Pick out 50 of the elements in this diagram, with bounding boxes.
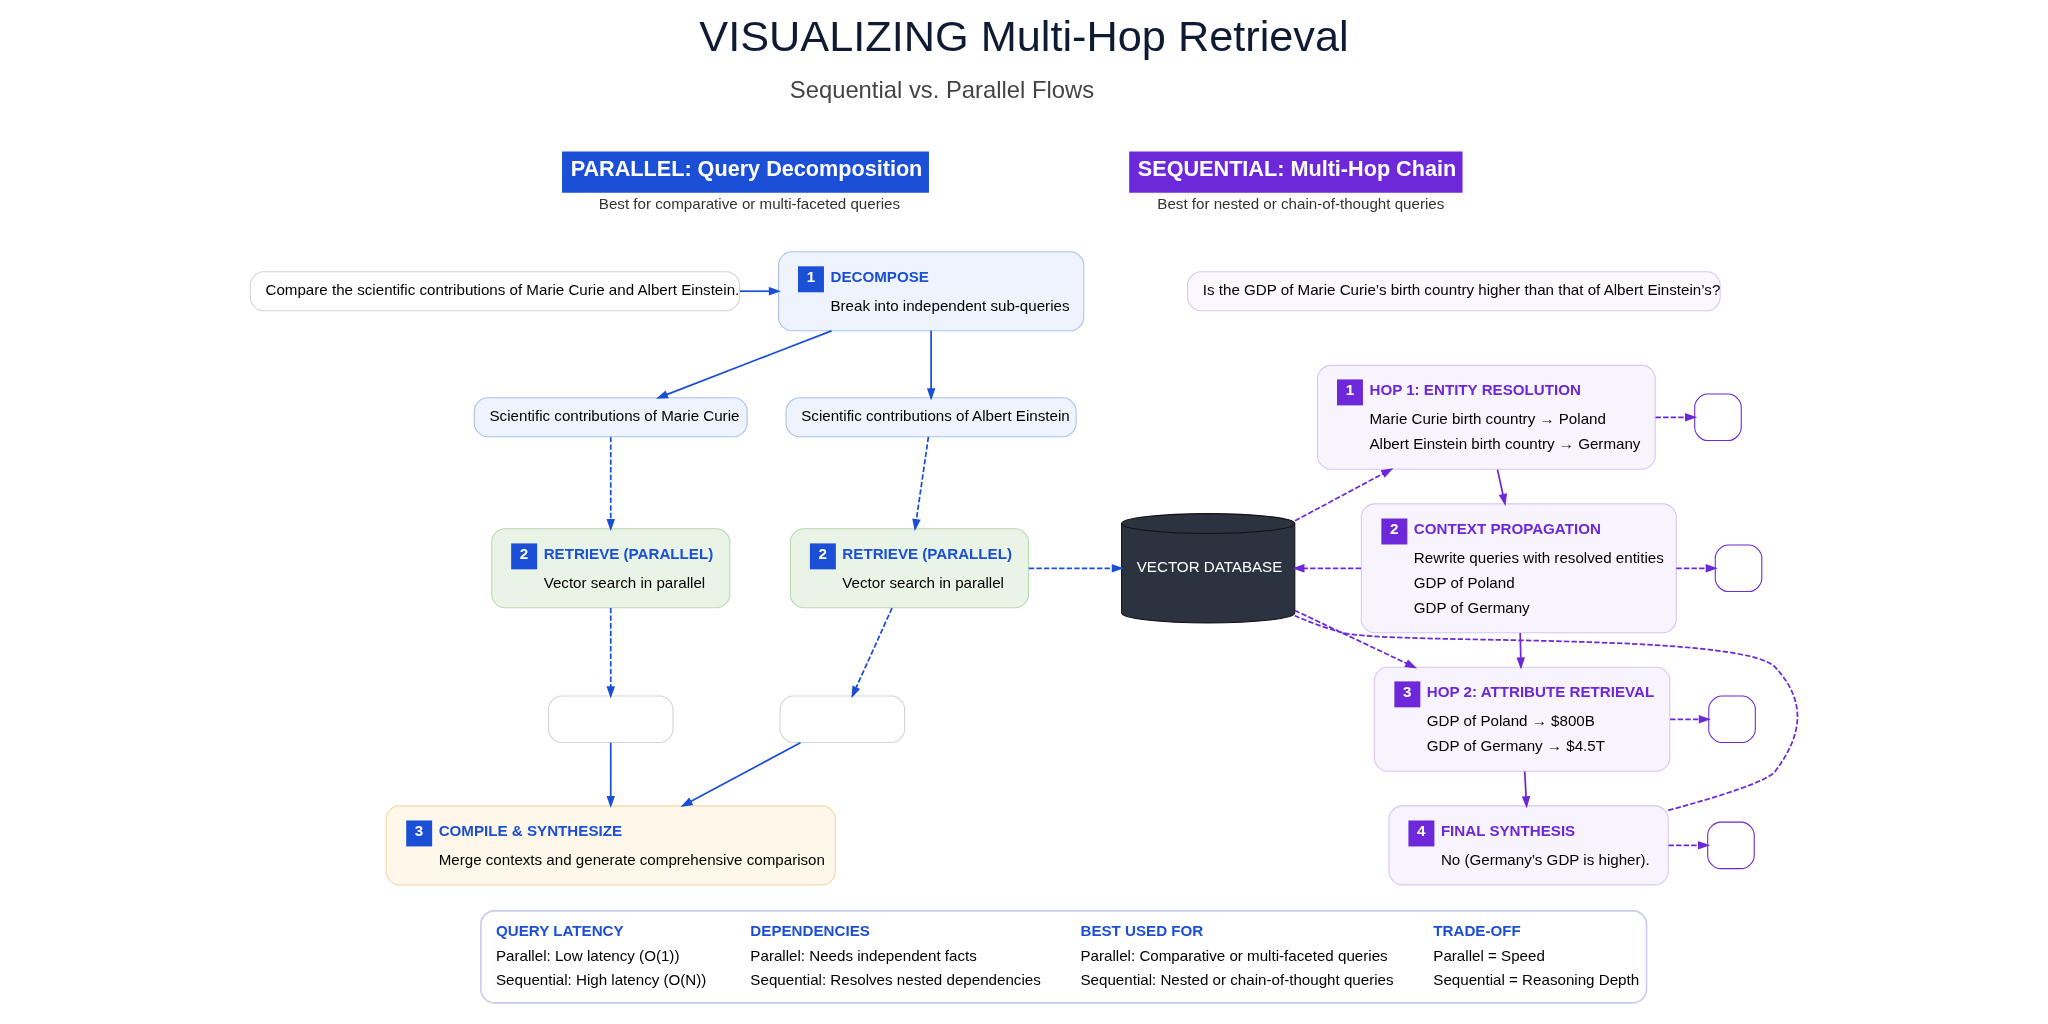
arrow [926,329,936,401]
diagram-title: VISUALIZING Multi-Hop Retrieval [699,12,1349,61]
arrow [1294,468,1394,522]
node-text: BEST USED FOR Parallel: Comparative or multi-faceted queries Sequential: Nested or chain-of-thought queries [1080,922,1394,989]
label: Sequential vs. Parallel Flows [789,75,1095,103]
node-box: 3 COMPILE & SYNTHESIZE Merge contexts and generate comprehensive comparison [385,805,836,886]
node-box [547,695,674,744]
node-box: 1 DECOMPOSE Break into independent sub-queries [777,251,1085,332]
node-box: 1 HOP 1: ENTITY RESOLUTION Marie Curie birth country → Poland Albert Einstein birth country → Germany [1316,364,1656,470]
node-text: TRADE-OFF Parallel = Speed Sequential = Reasoning Depth [1433,922,1640,989]
node-box [1708,695,1756,744]
node-box [1714,544,1763,593]
arrow [1496,468,1508,507]
arrow [851,607,893,699]
node-box: 2 RETRIEVE (PARALLEL) Vector search in parallel [789,528,1030,609]
arrow [1292,564,1362,573]
arrow [1521,770,1531,809]
arrow [1669,715,1711,724]
node-box: 2 CONTEXT PROPAGATION Rewrite queries with resolved entities GDP of Poland GDP of Germany [1360,503,1677,634]
arrow [1675,564,1718,573]
arrow [606,607,615,699]
arrow [1667,841,1711,850]
node-box: 4 FINAL SYNTHESIS No (Germany’s GDP is higher). [1388,805,1669,886]
node-box [1707,821,1755,870]
node-text: QUERY LATENCY Parallel: Low latency (O(1)) Sequential: High latency (O(N)) [496,922,707,989]
arrow [1516,632,1525,670]
arrow [655,329,833,399]
node-box: Scientific contributions of Marie Curie [473,397,748,438]
node-box: Is the GDP of Marie Curie’s birth country higher than that of Albert Einstein’s? [1187,271,1721,312]
node-box [779,695,906,744]
node-box [1694,393,1742,442]
cluster [480,910,1648,1004]
arrow [606,741,615,809]
arrow [1293,609,1418,669]
arrow [1027,564,1124,573]
connector [1294,614,1799,812]
node-box: 2 RETRIEVE (PARALLEL) Vector search in parallel [491,528,731,609]
arrow [739,286,781,296]
node-label: Best for comparative or multi-faceted queries [598,195,901,213]
node-box: PARALLEL: Query Decomposition [562,151,929,193]
node-label: Best for nested or chain-of-thought queries [1157,195,1445,213]
arrow [606,436,615,532]
arrow [680,741,802,807]
node-box: SEQUENTIAL: Multi-Hop Chain [1129,151,1463,193]
node-box: Compare the scientific contributions of Marie Curie and Albert Einstein. [249,271,741,312]
node-box: 3 HOP 2: ATTRIBUTE RETRIEVAL GDP of Poland → $800B GDP of Germany → $4.5T [1373,666,1671,772]
arrow [912,436,930,532]
node-text: DEPENDENCIES Parallel: Needs independent facts Sequential: Resolves nested dependencies [750,922,1041,989]
node-box: Scientific contributions of Albert Einstein [785,397,1077,438]
arrow [1654,413,1698,422]
